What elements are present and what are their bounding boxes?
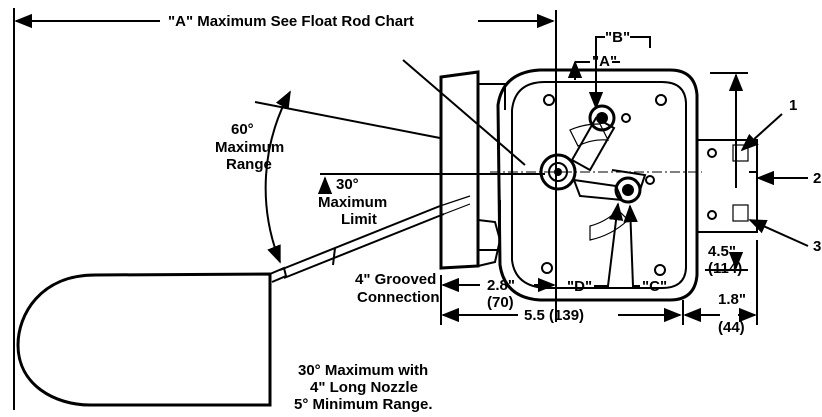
- note-label-2: 4" Long Nozzle: [310, 379, 418, 396]
- a-max-label: "A" Maximum See Float Rod Chart: [168, 13, 414, 30]
- svg-text:(114): (114): [708, 260, 742, 277]
- note-label-1: 30° Maximum with: [298, 362, 428, 379]
- terminal-block: [697, 139, 758, 233]
- terminal-outline: [697, 139, 758, 233]
- svg-text:(44): (44): [718, 319, 745, 336]
- limit-label-2: Maximum: [318, 194, 387, 211]
- dimension-1-8: 1.8" (44): [682, 240, 758, 336]
- svg-text:"D": "D": [567, 278, 592, 295]
- connection-label-2: Connection: [357, 289, 440, 306]
- dimension-4-5: 4.5" (114): [705, 72, 748, 277]
- svg-text:1.8": 1.8": [718, 291, 746, 308]
- svg-text:1: 1: [789, 97, 797, 114]
- a-max-dimension: "A" Maximum See Float Rod Chart: [13, 8, 557, 410]
- groove: [477, 219, 502, 267]
- item-callout-1: 1: [740, 97, 797, 152]
- float-ball: [16, 266, 288, 407]
- range-label-1: 60°: [231, 121, 254, 138]
- svg-text:"B": "B": [605, 29, 630, 46]
- limit-label-3: Limit: [341, 211, 377, 228]
- svg-text:3: 3: [813, 238, 821, 255]
- svg-text:2.8": 2.8": [487, 277, 515, 294]
- svg-text:5.5 (139): 5.5 (139): [524, 307, 584, 324]
- callout-d: "D": [567, 202, 624, 295]
- upper-lever: [570, 116, 616, 172]
- connection-label-1: 4" Grooved: [355, 271, 436, 288]
- upper-pointer-line: [402, 59, 526, 166]
- range-arc: [264, 90, 291, 264]
- limit-label-1: 30°: [336, 176, 359, 193]
- float-body: [16, 272, 272, 407]
- svg-text:"C": "C": [642, 278, 667, 295]
- svg-text:(70): (70): [487, 294, 514, 311]
- dimension-5-5: 5.5 (139): [441, 307, 682, 324]
- housing-outline: [496, 68, 699, 302]
- range-label-3: Range: [226, 156, 272, 173]
- item-callout-3: 3: [748, 219, 821, 255]
- note-label-3: 5° Minimum Range.: [294, 396, 433, 413]
- callout-a: "A": [575, 53, 620, 80]
- float-hub: [269, 266, 288, 283]
- svg-text:"A": "A": [592, 53, 617, 70]
- range-indicators: [254, 59, 545, 266]
- svg-text:2: 2: [813, 170, 821, 187]
- item-callout-2: 2: [756, 170, 821, 187]
- dimension-2-8: 2.8" (70): [440, 275, 556, 325]
- range-label-2: Maximum: [215, 139, 284, 156]
- flange-plate: [439, 70, 480, 270]
- pivot-hub: [539, 153, 577, 191]
- callout-b: "B": [596, 29, 651, 108]
- svg-text:4.5": 4.5": [708, 243, 736, 260]
- housing-inner: [511, 81, 687, 289]
- switch-c: [614, 176, 642, 204]
- lever-mechanism: [539, 104, 655, 204]
- callout-c: "C": [623, 204, 667, 295]
- limit-pointer: [332, 247, 336, 266]
- float-rod: [279, 195, 471, 279]
